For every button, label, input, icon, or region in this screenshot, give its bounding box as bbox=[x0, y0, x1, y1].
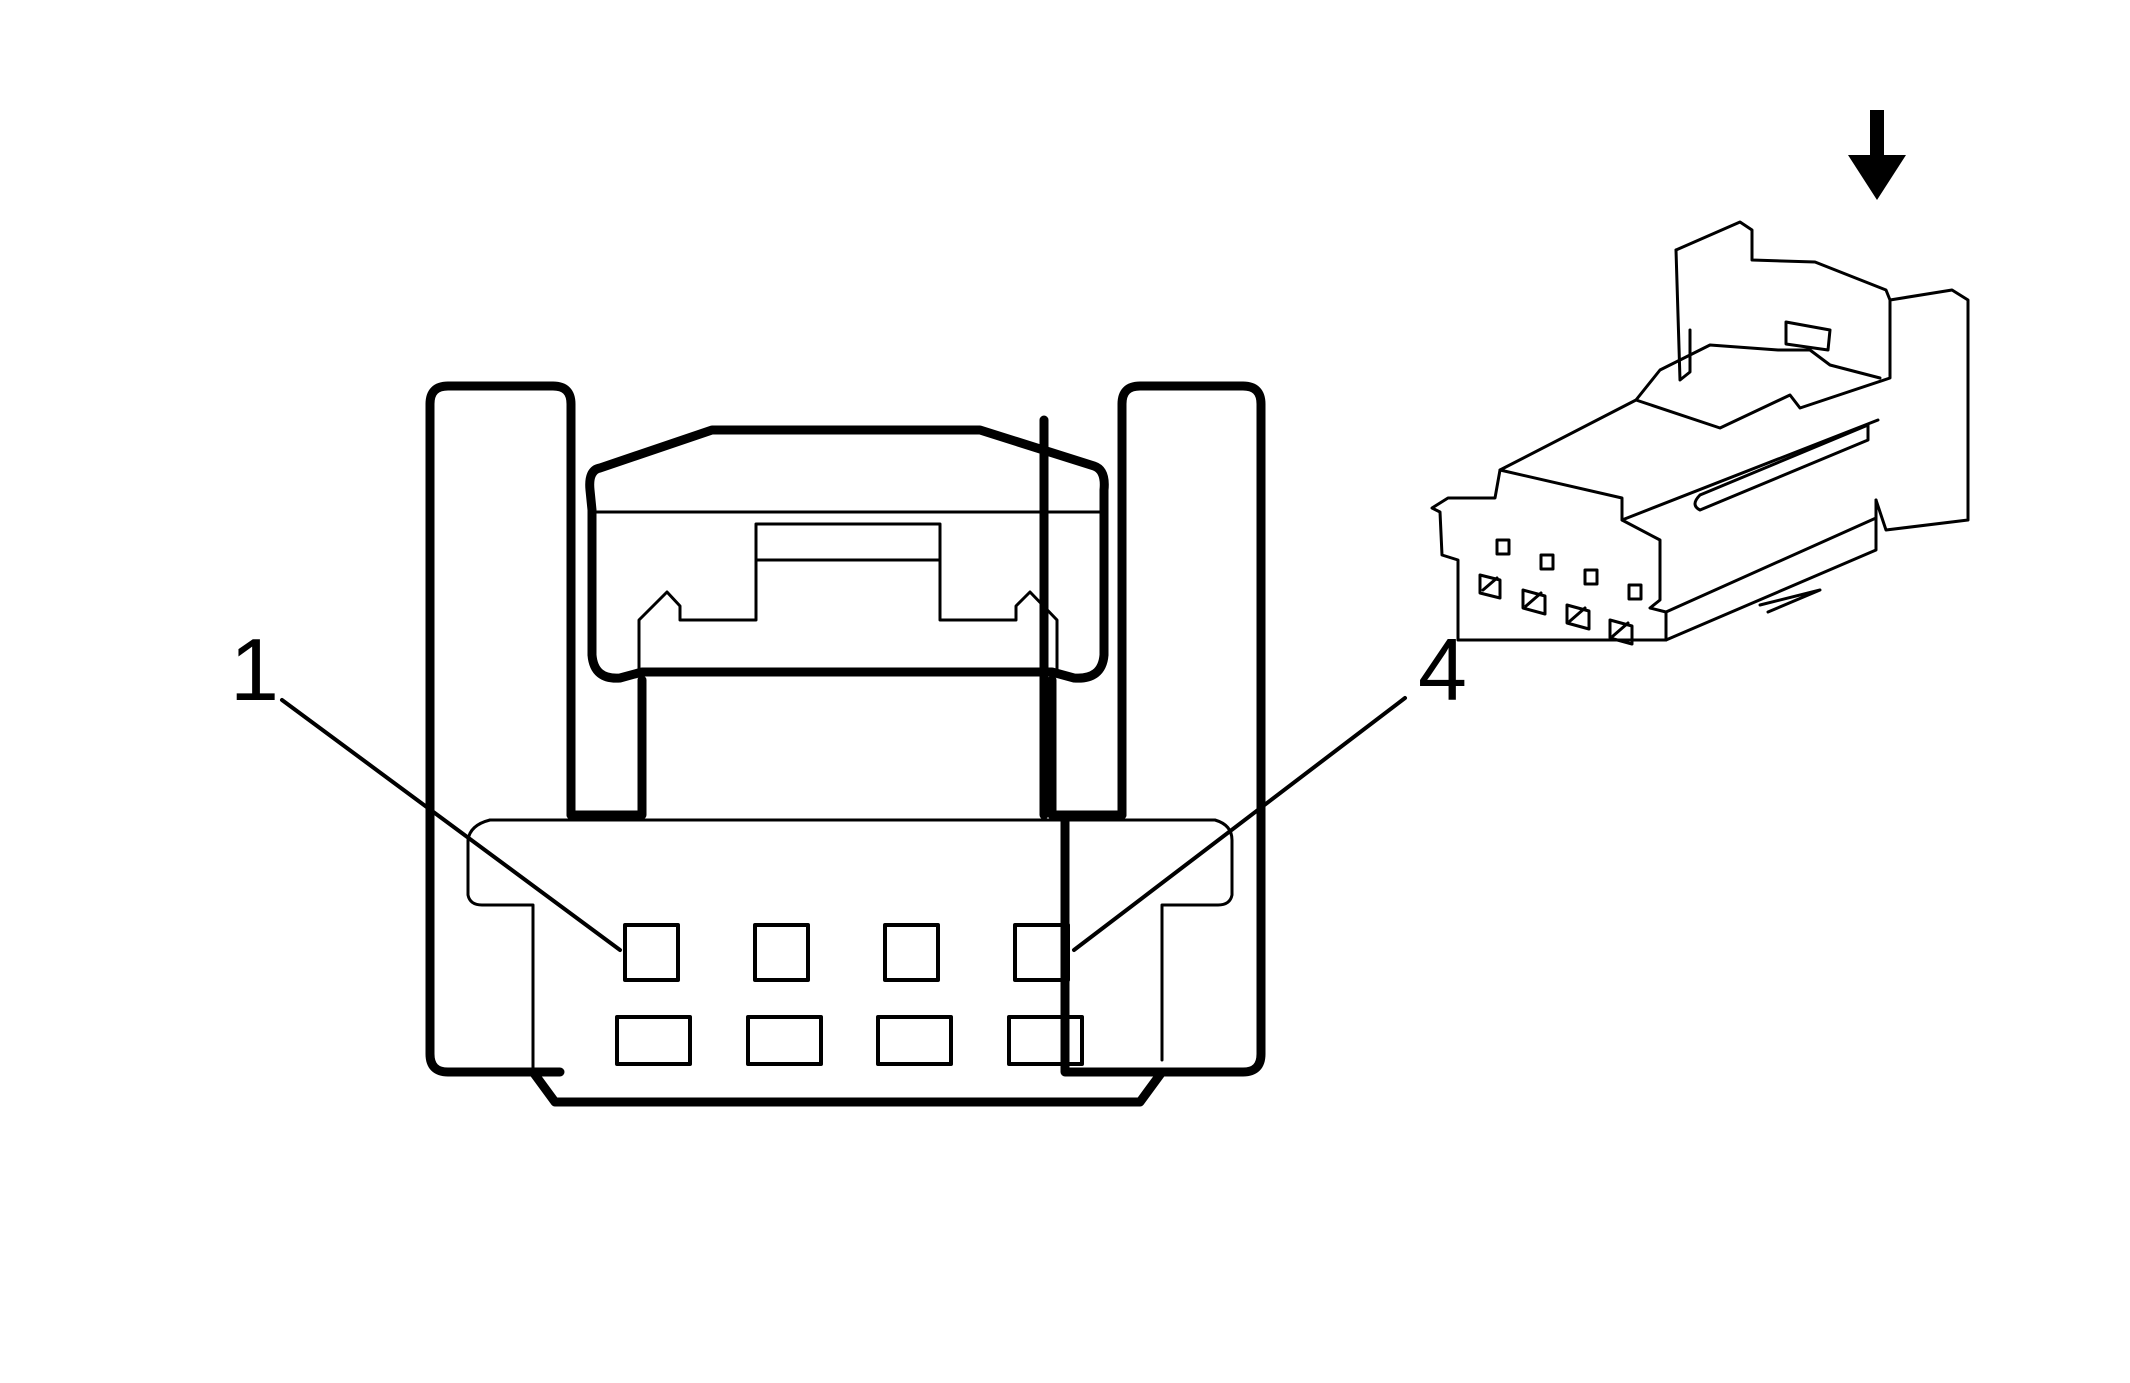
latch-channel-right bbox=[1047, 675, 1127, 820]
iso-back-plate-left bbox=[1674, 248, 1692, 382]
iso-side-face bbox=[1620, 418, 1880, 642]
iso-slot-3 bbox=[1565, 603, 1591, 631]
housing-outline bbox=[425, 381, 1266, 1077]
iso-back-plate bbox=[1674, 220, 1892, 302]
pin-cavity-2 bbox=[753, 923, 810, 982]
iso-top-face bbox=[1498, 288, 1970, 532]
iso-latch-groove bbox=[1693, 423, 1870, 512]
connector-isometric-view bbox=[1430, 220, 1970, 646]
iso-slot-1 bbox=[1478, 573, 1502, 600]
terminal-slot-2 bbox=[746, 1015, 823, 1066]
pin-cavity-3 bbox=[883, 923, 940, 982]
iso-front-face bbox=[1430, 468, 1668, 642]
bottom-ledge bbox=[528, 1067, 1167, 1107]
iso-slot-2 bbox=[1521, 588, 1547, 616]
iso-pin-hole-4 bbox=[1627, 583, 1643, 601]
leader-line-pin-4 bbox=[1072, 696, 1407, 952]
iso-slot-4 bbox=[1608, 618, 1634, 646]
pin-cavity-4 bbox=[1013, 923, 1070, 982]
pin-cavity-1 bbox=[623, 923, 680, 982]
iso-latch-slot bbox=[1784, 320, 1832, 352]
pin-1-label: 1 bbox=[230, 620, 279, 719]
latch-channel-left bbox=[566, 675, 647, 820]
leader-line-pin-1 bbox=[280, 698, 622, 952]
latch-notch bbox=[637, 522, 1059, 674]
connector-face-view bbox=[280, 381, 1407, 1107]
iso-pin-hole-1 bbox=[1495, 538, 1511, 556]
iso-latch-ramp bbox=[1634, 343, 1882, 402]
terminal-slot-3 bbox=[876, 1015, 953, 1066]
terminal-slot-4 bbox=[1007, 1015, 1084, 1066]
down-arrow-icon bbox=[1848, 110, 1906, 200]
iso-side-foot bbox=[1758, 588, 1822, 614]
iso-pin-hole-3 bbox=[1583, 568, 1599, 586]
latch-cap bbox=[585, 425, 1109, 683]
pin-4-label: 4 bbox=[1418, 620, 1467, 719]
pin-block-left bbox=[466, 818, 535, 1074]
pin-block bbox=[488, 818, 1234, 1062]
terminal-slot-1 bbox=[615, 1015, 692, 1066]
iso-pin-hole-2 bbox=[1539, 553, 1555, 571]
